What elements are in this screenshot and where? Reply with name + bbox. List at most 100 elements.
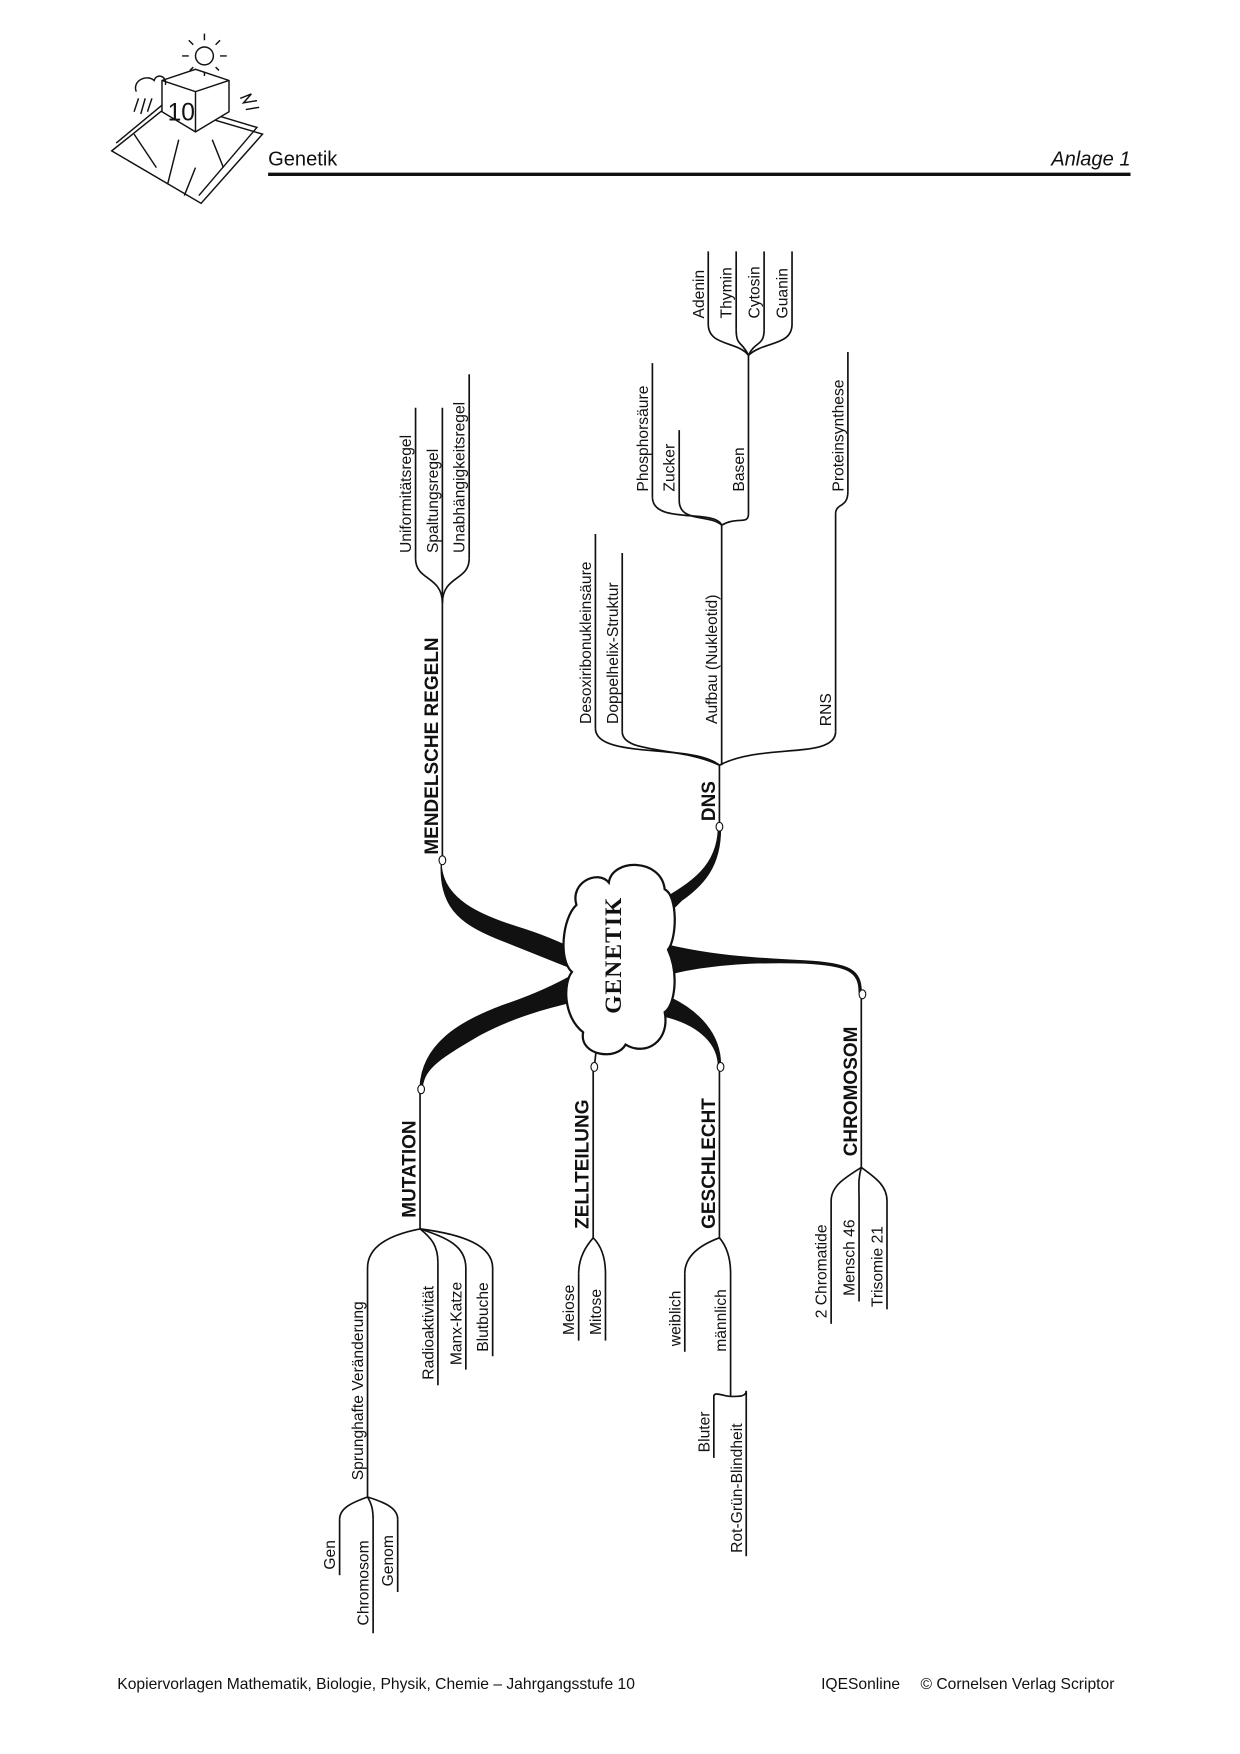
label-basen: Basen xyxy=(731,447,748,491)
mindmap-node-chromosom2: Chromosom xyxy=(356,1519,374,1634)
connector-line xyxy=(651,497,723,526)
branch-node-dot xyxy=(858,989,867,1000)
label-adenin: Adenin xyxy=(691,270,708,319)
label-aufbau: Aufbau (Nukleotid) xyxy=(704,595,721,724)
label-bluter: Bluter xyxy=(696,1411,713,1452)
label-weiblich: weiblich xyxy=(667,1291,684,1348)
label-spaltung: Spaltungsregel xyxy=(425,449,442,553)
label-gen: Gen xyxy=(322,1540,339,1570)
mindmap-node-trisomie: Trisomie 21 xyxy=(870,1200,888,1310)
connector-line xyxy=(678,500,723,526)
mindmap-node-manx: Manx-Katze xyxy=(448,1267,467,1370)
mindmap-node-unabh: Unabhängigkeitsregel xyxy=(452,374,471,559)
label-chromatide: 2 Chromatide xyxy=(814,1224,831,1318)
label-desoxy: Desoxiribonukleinsäure xyxy=(578,562,595,724)
connector-line xyxy=(338,1496,368,1520)
connector-line xyxy=(721,513,750,526)
mindmap-node-zellteilung: ZELLTEILUNG xyxy=(573,1066,595,1238)
label-chromosom: CHROMOSOM xyxy=(841,1027,862,1157)
mindmap-labels: MENDELSCHE REGELN DNS MUTATION ZELLTEILUNG G… xyxy=(322,251,888,1634)
mindmap-node-chromatide: 2 Chromatide xyxy=(814,1200,832,1324)
label-doppel: Doppelhelix-Struktur xyxy=(605,582,622,724)
mindmap-node-desoxy: Desoxiribonukleinsäure xyxy=(578,534,597,729)
mindmap-node-mendel: MENDELSCHE REGELN xyxy=(422,603,444,861)
label-rotgruen: Rot-Grün-Blindheit xyxy=(729,1423,746,1553)
mindmap-node-zucker: Zucker xyxy=(662,430,681,501)
mindmap-node-uniform: Uniformitätsregel xyxy=(398,407,417,559)
label-blut: Blutbuche xyxy=(475,1282,492,1352)
mindmap-node-guanin: Guanin xyxy=(775,251,793,325)
mindmap-node-genom: Genom xyxy=(380,1519,399,1592)
branch-geschlecht xyxy=(665,996,722,1066)
connector-line xyxy=(592,1237,607,1274)
connector-line xyxy=(419,1228,439,1263)
connector-line xyxy=(414,558,444,604)
mindmap-node-protein: Proteinsynthese xyxy=(830,351,849,492)
label-maennlich: männlich xyxy=(713,1289,730,1352)
branch-node-dot xyxy=(715,821,724,832)
label-mendel: MENDELSCHE REGELN xyxy=(422,637,443,854)
mindmap-node-mensch: Mensch 46 xyxy=(842,1200,860,1302)
connector-line xyxy=(860,1166,888,1201)
mindmap-node-geschlecht: GESCHLECHT xyxy=(699,1066,721,1238)
sheet-title: Genetik xyxy=(268,148,338,170)
connector-line xyxy=(441,558,471,604)
mindmap-node-thymin: Thymin xyxy=(719,251,738,330)
mindmap-node-phosphor: Phosphorsäure xyxy=(635,363,654,498)
central-topic-label: GENETIK xyxy=(601,897,627,1014)
label-zellteilung: ZELLTEILUNG xyxy=(573,1100,594,1229)
mindmap-node-mitose: Mitose xyxy=(588,1273,607,1341)
connector-line xyxy=(367,1496,399,1520)
connector-line xyxy=(366,1496,374,1520)
label-guanin: Guanin xyxy=(775,268,792,318)
connector-line xyxy=(830,1166,862,1202)
mindmap-node-basen: Basen xyxy=(731,355,750,514)
mindmap-node-aufbau: Aufbau (Nukleotid) xyxy=(704,525,723,766)
mindmap-node-rotgruen: Rot-Grün-Blindheit xyxy=(729,1390,748,1557)
connector-line xyxy=(594,728,720,766)
mindmap-node-chromosom: CHROMOSOM xyxy=(841,994,863,1168)
connector-line xyxy=(747,329,765,356)
connector-line xyxy=(718,1237,732,1274)
connector-line xyxy=(707,323,750,356)
footer-series: Kopiervorlagen Mathematik, Biologie, Phy… xyxy=(117,1676,635,1693)
mindmap-node-adenin: Adenin xyxy=(691,251,710,325)
mindmap-node-mutation: MUTATION xyxy=(400,1089,421,1229)
branch-node-dot xyxy=(716,1061,725,1072)
label-sprung: Sprunghafte Veränderung xyxy=(350,1301,367,1480)
mindmap-node-maennlich: männlich xyxy=(713,1273,732,1397)
connector-line xyxy=(730,1390,748,1398)
label-meiose: Meiose xyxy=(561,1285,578,1335)
label-geschlecht: GESCHLECHT xyxy=(699,1098,720,1229)
connector-line xyxy=(419,1228,494,1269)
branch-nodes xyxy=(417,821,867,1095)
label-rns: RNS xyxy=(818,693,835,726)
mindmap-node-sprung: Sprunghafte Veränderung xyxy=(350,1267,369,1497)
connector-line xyxy=(683,1237,720,1274)
label-mensch: Mensch 46 xyxy=(842,1219,859,1295)
label-unabh: Unabhängigkeitsregel xyxy=(452,402,469,553)
label-zucker: Zucker xyxy=(662,444,679,492)
label-radio: Radioaktivität xyxy=(420,1285,437,1379)
label-thymin: Thymin xyxy=(719,267,736,318)
connector-line xyxy=(719,731,837,767)
connector-line xyxy=(577,1237,594,1274)
label-manx: Manx-Katze xyxy=(448,1282,465,1365)
label-phosphor: Phosphorsäure xyxy=(635,386,652,492)
label-protein: Proteinsynthese xyxy=(830,380,847,492)
label-cytosin: Cytosin xyxy=(747,266,764,318)
label-trisomie: Trisomie 21 xyxy=(870,1226,887,1307)
branch-node-dot xyxy=(438,855,447,866)
mindmap-node-spaltung: Spaltungsregel xyxy=(425,407,444,604)
branch-mutation xyxy=(419,973,578,1088)
label-dns: DNS xyxy=(699,781,720,821)
mindmap-node-doppel: Doppelhelix-Struktur xyxy=(605,553,624,732)
label-chromosom2: Chromosom xyxy=(356,1540,373,1625)
connector-line xyxy=(713,1393,731,1398)
mindmap-node-rns: RNS xyxy=(818,513,837,732)
mindmap-node-weiblich: weiblich xyxy=(667,1273,686,1352)
grade-10-logo: 10 xyxy=(110,33,264,205)
branch-node-dot xyxy=(590,1061,599,1072)
mindmap-node-blut: Blutbuche xyxy=(475,1267,494,1357)
connector-line xyxy=(621,731,720,767)
